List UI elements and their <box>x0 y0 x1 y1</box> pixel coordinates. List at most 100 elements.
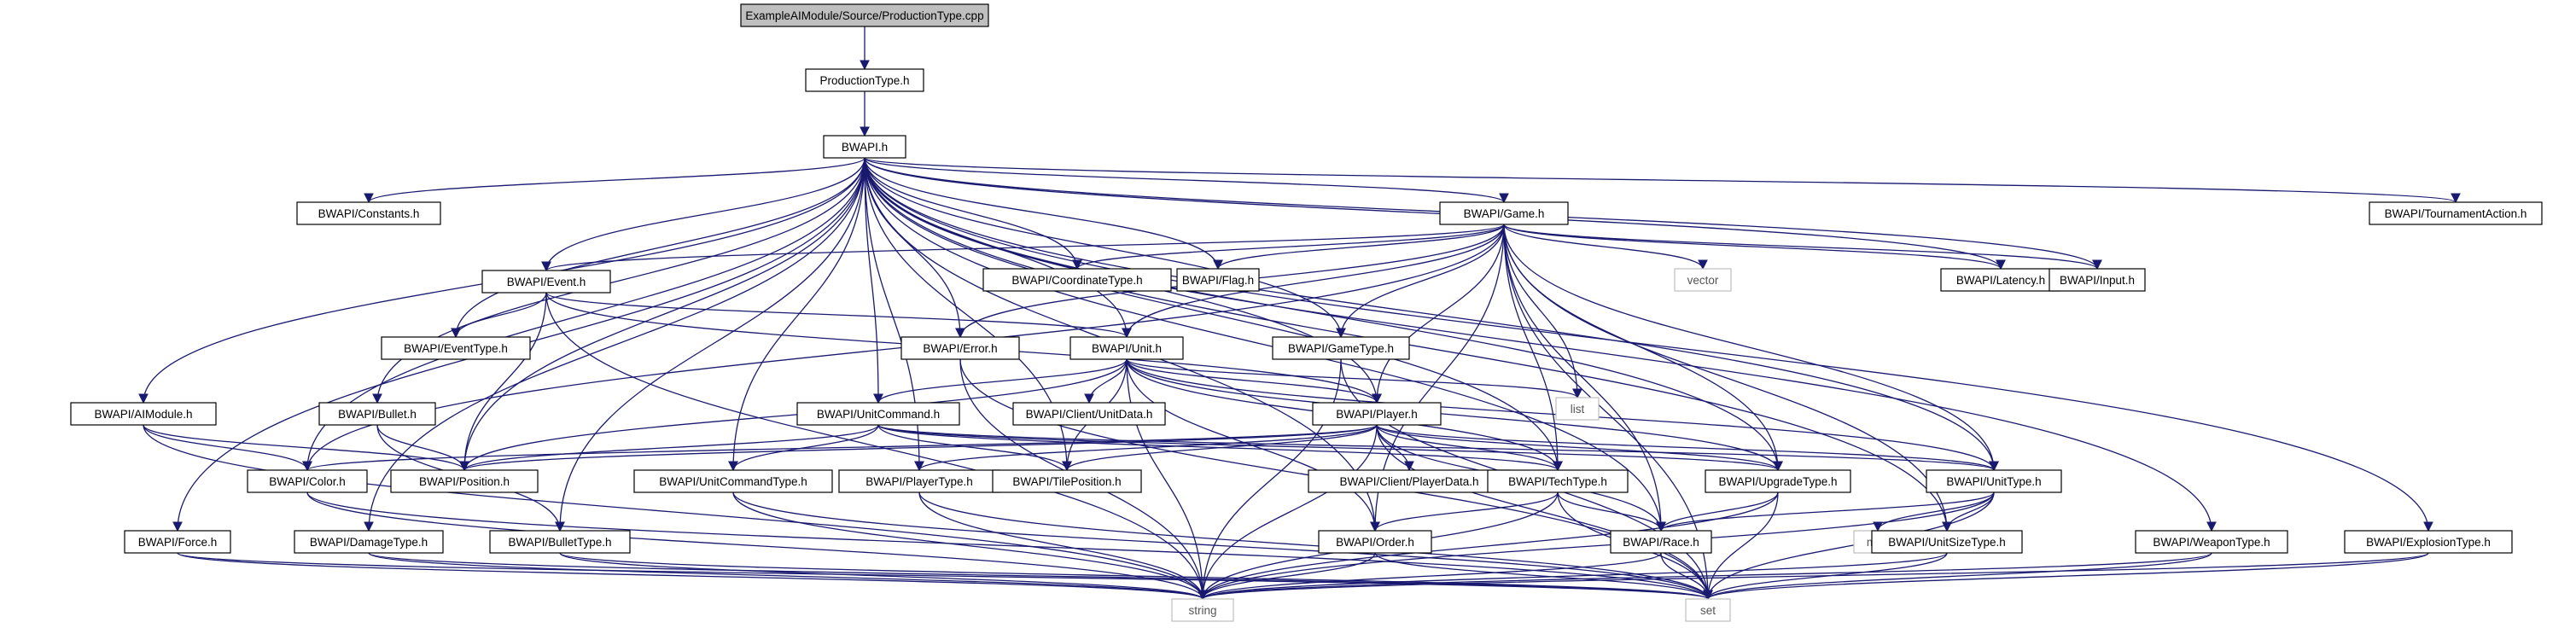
edge-bullettype-to-set <box>559 552 1713 601</box>
edge-game-to-coord <box>1072 224 1505 270</box>
node-label-color: BWAPI/Color.h <box>269 475 346 488</box>
edge-player-to-set <box>1376 424 1713 601</box>
node-box-bullettype <box>489 530 631 554</box>
node-box-string <box>1171 598 1234 622</box>
edge-bwapi-to-event <box>541 157 865 272</box>
node-gametype[interactable]: BWAPI/GameType.h <box>1272 336 1410 360</box>
node-playerdata[interactable]: BWAPI/Client/PlayerData.h <box>1308 469 1511 493</box>
node-root[interactable]: ExampleAIModule/Source/ProductionType.cp… <box>740 3 989 27</box>
edge-event-to-eventtype <box>451 292 547 339</box>
edge-race-to-string <box>1198 552 1662 601</box>
edge-unittype-to-race <box>1656 491 1995 532</box>
node-eventtype[interactable]: BWAPI/EventType.h <box>381 336 531 360</box>
node-uctype[interactable]: BWAPI/UnitCommandType.h <box>633 469 833 493</box>
edge-unitcommand-to-unittype <box>877 424 1999 472</box>
node-position[interactable]: BWAPI/Position.h <box>390 469 539 493</box>
node-techtype[interactable]: BWAPI/TechType.h <box>1487 469 1629 493</box>
node-aimodule[interactable]: BWAPI/AIModule.h <box>70 402 217 426</box>
edge-bwapi-to-game <box>864 157 1509 204</box>
edge-bwapi-to-gametype <box>864 157 1346 339</box>
edge-bwapi-to-eventtype <box>451 157 865 339</box>
node-unittype[interactable]: BWAPI/UnitType.h <box>1926 469 2062 493</box>
edge-bwapi-to-constants <box>364 157 865 204</box>
node-box-unitdata <box>1012 402 1166 426</box>
node-label-unitcommand: BWAPI/UnitCommand.h <box>817 408 940 421</box>
node-bullettype[interactable]: BWAPI/BulletType.h <box>489 530 631 554</box>
node-label-aimodule: BWAPI/AIModule.h <box>94 408 192 421</box>
node-weapontype[interactable]: BWAPI/WeaponType.h <box>2135 530 2288 554</box>
edge-bwapi-to-race <box>864 157 1666 532</box>
node-box-coord <box>982 268 1172 292</box>
node-label-unittype: BWAPI/UnitType.h <box>1946 475 2041 488</box>
node-label-eventtype: BWAPI/EventType.h <box>404 342 508 355</box>
edge-unit-to-position <box>459 358 1128 472</box>
edge-bwapi-to-techtype <box>864 157 1563 472</box>
node-list: list <box>1555 397 1600 421</box>
edge-player-to-string <box>1198 424 1378 601</box>
edge-event-to-position <box>459 292 547 472</box>
node-unitcommand[interactable]: BWAPI/UnitCommand.h <box>796 402 960 426</box>
node-label-tournament: BWAPI/TournamentAction.h <box>2385 207 2527 220</box>
node-tileposition[interactable]: BWAPI/TilePosition.h <box>992 469 1142 493</box>
edge-unit-to-unitdata <box>1084 358 1128 404</box>
node-label-set: set <box>1700 604 1716 617</box>
node-unitdata[interactable]: BWAPI/Client/UnitData.h <box>1012 402 1166 426</box>
edge-bwapi-to-unitcommand <box>864 157 883 404</box>
edge-weapontype-to-set <box>1703 552 2212 601</box>
node-box-pt <box>805 68 924 92</box>
node-bwapi[interactable]: BWAPI.h <box>823 135 906 159</box>
node-playertype[interactable]: BWAPI/PlayerType.h <box>838 469 1000 493</box>
node-label-constants: BWAPI/Constants.h <box>318 207 420 220</box>
node-label-unitsizetype: BWAPI/UnitSizeType.h <box>1888 536 2006 549</box>
node-color[interactable]: BWAPI/Color.h <box>247 469 368 493</box>
edge-bwapi-to-latency <box>864 157 2006 270</box>
edge-upgradetype-to-set <box>1703 491 1779 601</box>
node-damagetype[interactable]: BWAPI/DamageType.h <box>294 530 444 554</box>
edge-player-to-tileposition <box>1062 424 1378 472</box>
edge-color-to-string <box>306 491 1208 601</box>
node-game[interactable]: BWAPI/Game.h <box>1439 201 1569 225</box>
node-constants[interactable]: BWAPI/Constants.h <box>296 201 441 225</box>
node-flag[interactable]: BWAPI/Flag.h <box>1176 268 1260 292</box>
node-force[interactable]: BWAPI/Force.h <box>124 530 231 554</box>
node-string: string <box>1171 598 1234 622</box>
node-box-gametype <box>1272 336 1410 360</box>
node-box-latency <box>1940 268 2061 292</box>
node-label-playertype: BWAPI/PlayerType.h <box>865 475 973 488</box>
node-upgradetype[interactable]: BWAPI/UpgradeType.h <box>1705 469 1851 493</box>
node-explosiontype[interactable]: BWAPI/ExplosionType.h <box>2344 530 2513 554</box>
node-box-set <box>1685 598 1731 622</box>
edge-game-to-gametype <box>1336 224 1505 339</box>
node-latency[interactable]: BWAPI/Latency.h <box>1940 268 2061 292</box>
edge-game-to-unit <box>1122 224 1505 339</box>
node-unit[interactable]: BWAPI/Unit.h <box>1069 336 1184 360</box>
node-box-weapontype <box>2135 530 2288 554</box>
node-box-unitcommand <box>796 402 960 426</box>
node-input[interactable]: BWAPI/Input.h <box>2049 268 2146 292</box>
edge-unittype-to-set <box>1703 491 1995 601</box>
node-label-pt: ProductionType.h <box>819 74 909 87</box>
node-label-upgradetype: BWAPI/UpgradeType.h <box>1718 475 1837 488</box>
node-race[interactable]: BWAPI/Race.h <box>1610 530 1712 554</box>
node-bullet[interactable]: BWAPI/Bullet.h <box>318 402 436 426</box>
node-box-bwapi <box>823 135 906 159</box>
node-coord[interactable]: BWAPI/CoordinateType.h <box>982 268 1172 292</box>
node-box-aimodule <box>70 402 217 426</box>
edge-bwapi-to-position <box>459 157 865 472</box>
node-unitsizetype[interactable]: BWAPI/UnitSizeType.h <box>1871 530 2023 554</box>
node-event[interactable]: BWAPI/Event.h <box>481 270 611 294</box>
edges-layer <box>138 26 2461 601</box>
edge-explosiontype-to-string <box>1198 552 2429 601</box>
node-label-string: string <box>1188 604 1216 617</box>
node-error[interactable]: BWAPI/Error.h <box>900 336 1020 360</box>
node-pt[interactable]: ProductionType.h <box>805 68 924 92</box>
node-player[interactable]: BWAPI/Player.h <box>1312 402 1442 426</box>
edge-game-to-unitsizetype <box>1503 224 1952 532</box>
node-label-list: list <box>1571 403 1585 416</box>
node-tournament[interactable]: BWAPI/TournamentAction.h <box>2369 201 2543 225</box>
edge-unit-to-string <box>1126 358 1208 601</box>
edge-aimodule-to-string <box>143 424 1208 601</box>
node-label-bullettype: BWAPI/BulletType.h <box>508 536 611 549</box>
edge-aimodule-to-position <box>143 424 469 472</box>
node-order[interactable]: BWAPI/Order.h <box>1318 530 1432 554</box>
